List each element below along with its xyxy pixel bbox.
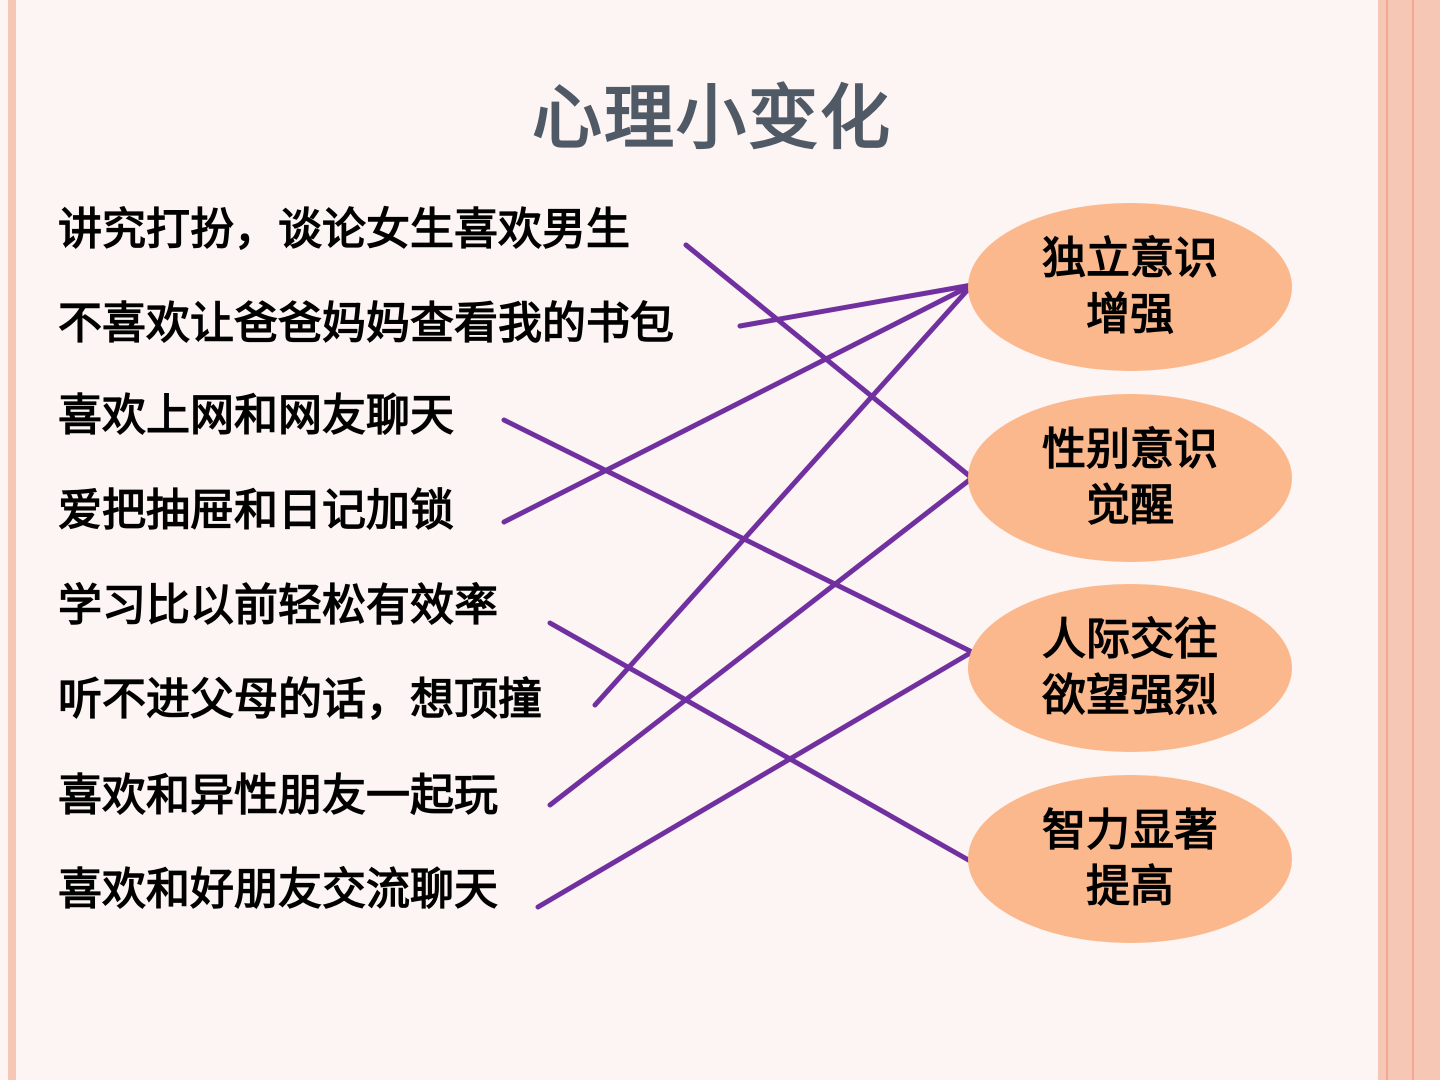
behavior-item: 听不进父母的话，想顶撞 xyxy=(58,674,542,725)
connection-line xyxy=(737,282,975,329)
behavior-item: 喜欢和异性朋友一起玩 xyxy=(58,770,498,821)
connection-line xyxy=(501,282,975,525)
category-label-line2: 欲望强烈 xyxy=(1042,670,1218,721)
category-label-line1: 智力显著 xyxy=(1042,805,1218,856)
behavior-item: 不喜欢让爸爸妈妈查看我的书包 xyxy=(58,298,674,349)
category-oval: 性别意识觉醒 xyxy=(968,394,1292,562)
page-title: 心理小变化 xyxy=(532,77,892,159)
category-label-line1: 人际交往 xyxy=(1042,614,1218,665)
category-oval: 独立意识增强 xyxy=(968,203,1292,371)
category-oval: 智力显著提高 xyxy=(968,775,1292,943)
category-oval: 人际交往欲望强烈 xyxy=(968,584,1292,752)
connection-line xyxy=(547,475,975,808)
behavior-item: 喜欢和好朋友交流聊天 xyxy=(58,864,498,915)
behavior-item: 讲究打扮，谈论女生喜欢男生 xyxy=(58,204,630,255)
category-label-line2: 觉醒 xyxy=(1086,480,1174,531)
category-label-line1: 性别意识 xyxy=(1042,424,1218,475)
left-border-stripe xyxy=(8,0,16,1080)
category-label-line2: 提高 xyxy=(1086,861,1174,912)
connection-line xyxy=(535,649,975,910)
right-border-line xyxy=(1386,0,1388,1080)
right-border-line xyxy=(1412,0,1414,1080)
category-label-line2: 增强 xyxy=(1086,289,1174,340)
connection-line xyxy=(592,282,975,708)
right-border-band xyxy=(1378,0,1440,1080)
category-label-line1: 独立意识 xyxy=(1042,233,1218,284)
connection-line xyxy=(501,417,975,655)
behavior-item: 学习比以前轻松有效率 xyxy=(58,580,498,631)
connection-line xyxy=(547,620,975,865)
behavior-item: 喜欢上网和网友聊天 xyxy=(58,390,454,441)
behavior-item: 爱把抽屉和日记加锁 xyxy=(58,485,454,536)
connection-line xyxy=(683,242,975,481)
